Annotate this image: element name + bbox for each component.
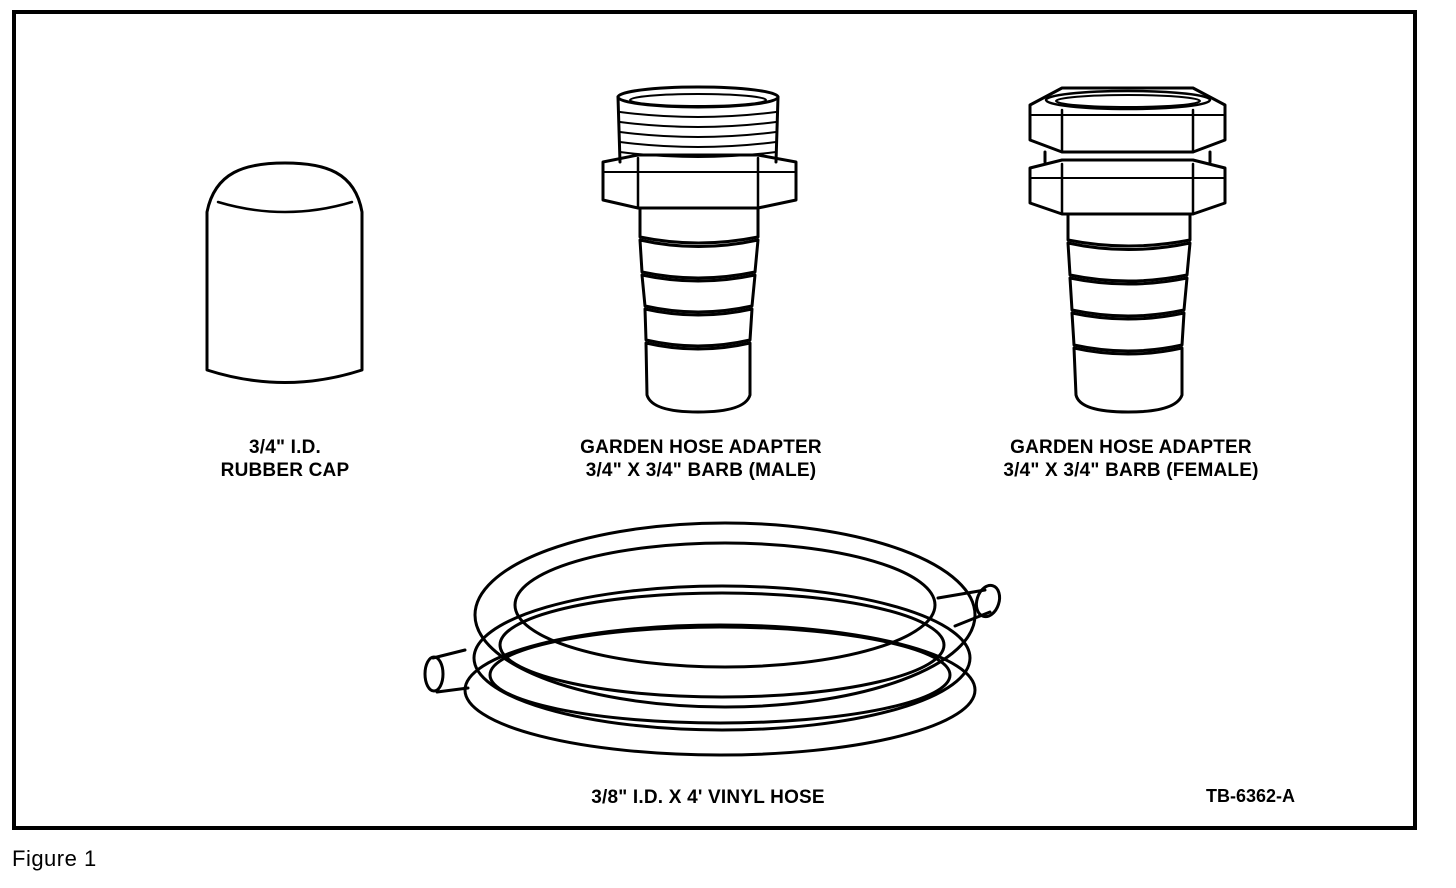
vinyl-hose-label: 3/8" I.D. X 4' VINYL HOSE (540, 786, 876, 809)
female-adapter-label: GARDEN HOSE ADAPTER 3/4" X 3/4" BARB (FE… (968, 436, 1294, 482)
vinyl-hose-label-text: 3/8" I.D. X 4' VINYL HOSE (591, 787, 825, 808)
female-adapter-drawing (1028, 86, 1227, 414)
male-adapter-label: GARDEN HOSE ADAPTER 3/4" X 3/4" BARB (MA… (546, 436, 856, 482)
rubber-cap-label-line1: 3/4" I.D. (248, 437, 322, 458)
vinyl-hose-drawing (423, 521, 1002, 757)
rubber-cap-label-line2: RUBBER CAP (220, 460, 350, 481)
male-adapter-label-line2: 3/4" X 3/4" BARB (MALE) (585, 460, 817, 481)
rubber-cap-label: 3/4" I.D. RUBBER CAP (172, 436, 398, 482)
drawing-code: TB-6362-A (1206, 786, 1296, 806)
female-adapter-label-line1: GARDEN HOSE ADAPTER (1010, 437, 1252, 458)
female-adapter-label-line2: 3/4" X 3/4" BARB (FEMALE) (1003, 460, 1259, 481)
rubber-cap-drawing (205, 161, 364, 384)
male-adapter-label-line1: GARDEN HOSE ADAPTER (580, 437, 822, 458)
figure-caption: Figure 1 (12, 846, 97, 871)
male-adapter-drawing (601, 85, 798, 414)
